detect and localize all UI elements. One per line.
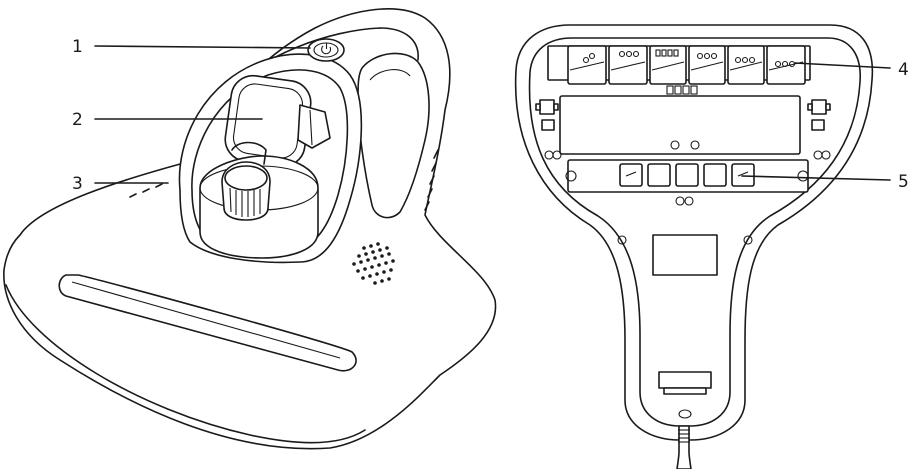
- cord-grommet: [678, 409, 692, 419]
- strip-hole-right: [797, 170, 809, 182]
- cable-clip: [658, 371, 712, 389]
- callout-2: 2: [72, 110, 83, 130]
- right-clip: [807, 99, 831, 131]
- callout-3: 3: [72, 174, 83, 194]
- label-plate: [652, 234, 718, 276]
- left-clip: [535, 99, 559, 131]
- underside-shell: [514, 24, 874, 441]
- strip-screw-2: [684, 196, 694, 206]
- filter-latch: [297, 104, 331, 149]
- handheld-device-view: [3, 8, 497, 450]
- strip-screw-1: [675, 196, 685, 206]
- screw-holes: [544, 140, 831, 245]
- underside-view: [514, 24, 874, 469]
- middle-plate: [559, 95, 801, 155]
- knob-neck: [231, 141, 267, 165]
- underside-inner-lip: [528, 37, 861, 427]
- callout-4: 4: [898, 60, 909, 80]
- strip-buttons: [619, 163, 755, 187]
- cable-clip-tab: [663, 387, 707, 395]
- side-grip-ribs: [424, 149, 439, 211]
- callout-5: 5: [898, 172, 909, 192]
- leader-1: [94, 45, 311, 49]
- power-icon: [321, 42, 332, 55]
- leader-lines: [94, 45, 891, 184]
- callout-1: 1: [72, 37, 83, 57]
- handle-opening-inner: [369, 69, 411, 81]
- base-lower-edge: [5, 284, 366, 444]
- leader-5: [741, 175, 891, 181]
- filter-latch-edge: [309, 109, 313, 146]
- suction-slot-inner: [71, 281, 341, 359]
- vent-studs: [666, 85, 698, 95]
- cord-sleeve-ribs: [678, 429, 690, 443]
- leader-4: [794, 62, 891, 69]
- side-vents: [129, 183, 163, 198]
- knob-top: [224, 165, 268, 191]
- knob-ridges: [229, 187, 261, 217]
- power-button: [307, 38, 345, 62]
- power-cord: [676, 425, 692, 469]
- brush-slots: [567, 45, 806, 85]
- strip-hole-left: [565, 170, 577, 182]
- speaker-grille: [352, 242, 395, 285]
